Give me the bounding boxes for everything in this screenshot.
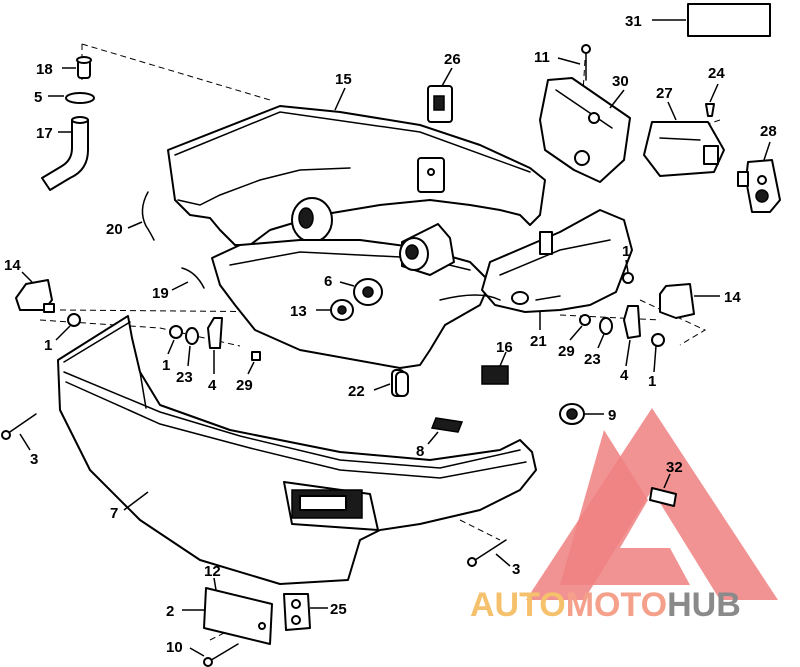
callout-26: 26 xyxy=(444,51,461,68)
callout-labels: 31 18 5 17 15 26 11 30 27 24 28 20 14 19… xyxy=(4,13,777,656)
callout-2: 2 xyxy=(166,603,174,620)
leader-27 xyxy=(667,101,677,121)
part-25-clip xyxy=(283,593,311,631)
callout-5: 5 xyxy=(34,89,42,106)
part-14-bumper-right xyxy=(659,283,695,319)
callout-17: 17 xyxy=(36,125,53,142)
part-cowl-boss xyxy=(399,223,455,276)
part-32-pad xyxy=(649,487,677,507)
callout-14-left: 14 xyxy=(4,257,21,274)
part-22-slot-plate xyxy=(395,371,409,397)
watermark-auto: AUTO xyxy=(470,586,566,624)
callout-6: 6 xyxy=(324,273,332,290)
leader-14-left xyxy=(21,271,33,283)
leader-11 xyxy=(557,57,581,65)
part-31-label-plate xyxy=(687,3,771,37)
callout-19: 19 xyxy=(152,285,169,302)
part-15-upper-cowl xyxy=(167,105,546,369)
leader-30 xyxy=(609,89,625,109)
callout-9: 9 xyxy=(608,407,616,424)
leader-6 xyxy=(339,281,355,287)
callout-29-b: 29 xyxy=(558,343,575,360)
callout-13: 13 xyxy=(290,303,307,320)
callout-3-right: 3 xyxy=(512,561,520,578)
part-9-grommet xyxy=(559,403,585,425)
callout-4-b: 4 xyxy=(620,367,629,384)
callout-1-c: 1 xyxy=(648,373,656,390)
watermark-text: AUTOMOTOHUB xyxy=(470,586,741,624)
part-27-latch-housing xyxy=(643,121,725,177)
leader-32 xyxy=(663,473,671,489)
callout-29-a: 29 xyxy=(236,377,253,394)
leader-26 xyxy=(441,67,453,87)
part-20-wire xyxy=(141,191,155,241)
part-18-plug xyxy=(76,56,92,79)
part-3-screw-left xyxy=(1,413,37,440)
part-2-cover-plate xyxy=(203,587,273,645)
callout-14-right: 14 xyxy=(724,289,741,306)
part-3-screw-right xyxy=(467,539,507,567)
part-30-latch-bracket xyxy=(539,77,631,183)
leader-3-left xyxy=(19,433,31,451)
callout-4-a: 4 xyxy=(208,377,217,394)
callout-3-left: 3 xyxy=(30,451,38,468)
callout-15: 15 xyxy=(335,71,352,88)
part-17-hose xyxy=(41,116,89,191)
callout-23-b: 23 xyxy=(584,351,601,368)
leader-10 xyxy=(189,647,205,657)
callout-20: 20 xyxy=(106,221,123,238)
leader-8 xyxy=(427,431,439,445)
part-5-clamp xyxy=(65,92,95,104)
part-6-grommet xyxy=(353,278,383,306)
watermark-logo xyxy=(526,408,778,600)
leader-15 xyxy=(334,87,346,111)
callout-21: 21 xyxy=(530,333,547,350)
part-19-wire xyxy=(181,267,205,289)
part-28-latch-plate xyxy=(737,159,781,213)
leader-19 xyxy=(171,281,189,291)
leader-24 xyxy=(709,83,719,103)
part-11-screw xyxy=(581,44,591,81)
part-21-rear-bracket xyxy=(439,209,633,313)
part-26-grommet xyxy=(427,85,453,123)
callout-11: 11 xyxy=(534,49,550,66)
part-10-screw xyxy=(203,643,239,667)
callout-23-a: 23 xyxy=(176,369,193,386)
callout-1-b: 1 xyxy=(162,357,170,374)
callout-16: 16 xyxy=(496,339,513,356)
leader-20 xyxy=(127,221,143,229)
part-14-latch-left xyxy=(15,279,55,313)
hardware-leaders xyxy=(55,259,657,391)
callout-24: 24 xyxy=(708,65,725,82)
part-8-pad xyxy=(430,417,464,433)
watermark-triangle-inner xyxy=(560,430,690,585)
callout-7: 7 xyxy=(110,505,118,522)
callout-27: 27 xyxy=(656,85,673,102)
callout-1-a: 1 xyxy=(44,337,52,354)
callout-22: 22 xyxy=(348,383,365,400)
part-7-lower-cowl xyxy=(57,315,537,585)
part-24-screw xyxy=(705,103,715,117)
callout-28: 28 xyxy=(760,123,777,140)
callout-18: 18 xyxy=(36,61,53,78)
leader-28 xyxy=(763,141,771,161)
callout-10: 10 xyxy=(166,639,183,656)
callout-8: 8 xyxy=(416,443,424,460)
leader-7 xyxy=(123,491,149,511)
leader-12 xyxy=(213,577,217,591)
callout-1-d: 1 xyxy=(622,243,630,260)
callout-30: 30 xyxy=(612,73,629,90)
leader-3-right xyxy=(495,553,511,567)
callout-31: 31 xyxy=(625,13,642,30)
watermark-moto: MOTO xyxy=(566,586,667,624)
callout-32: 32 xyxy=(666,459,683,476)
watermark-hub: HUB xyxy=(667,586,741,624)
callout-25: 25 xyxy=(330,601,347,618)
part-13-grommet xyxy=(330,299,354,321)
callout-12: 12 xyxy=(204,563,221,580)
